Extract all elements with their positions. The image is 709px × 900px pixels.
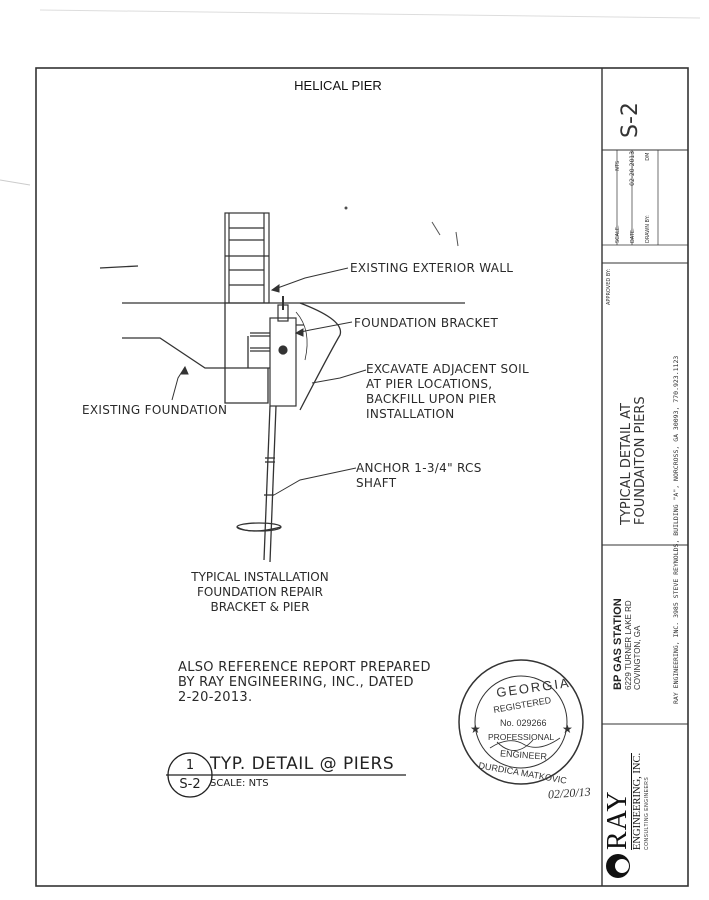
- caption-line: FOUNDATION REPAIR: [197, 585, 323, 599]
- callout-existing-foundation: EXISTING FOUNDATION: [82, 403, 228, 417]
- drawing-title-line: TYPICAL DETAIL AT: [619, 403, 634, 525]
- detail-number: 1: [185, 758, 195, 773]
- caption-line: BRACKET & PIER: [210, 600, 310, 614]
- sheet-heading: HELICAL PIER: [294, 78, 382, 93]
- callout-anchor: ANCHOR 1-3/4" RCS SHAFT: [356, 461, 482, 491]
- callout-foundation-bracket: FOUNDATION BRACKET: [354, 316, 499, 330]
- firm-logo-mark: [606, 854, 630, 878]
- reference-note: ALSO REFERENCE REPORT PREPARED BY RAY EN…: [178, 660, 431, 705]
- detail-title: TYP. DETAIL @ PIERS: [210, 754, 395, 774]
- sheet-border: [35, 67, 689, 887]
- foundation-bracket-graphic: [250, 296, 304, 407]
- callout-excavate: EXCAVATE ADJACENT SOIL AT PIER LOCATIONS…: [366, 362, 529, 422]
- title-block-sheet-number: S-2: [618, 102, 643, 138]
- drawn-label: DRAWN BY:: [645, 215, 651, 243]
- leader-anchor: [273, 467, 357, 496]
- callout-anchor-line: ANCHOR 1-3/4" RCS: [356, 461, 482, 475]
- detail-caption: TYPICAL INSTALLATION FOUNDATION REPAIR B…: [160, 570, 360, 615]
- logo-subtitle: ENGINEERING, INC.: [631, 752, 644, 850]
- drawing-title: TYPICAL DETAIL AT FOUNDAITON PIERS: [619, 396, 648, 525]
- leader-wall: [271, 267, 349, 291]
- firm-address-line: RAY ENGINEERING, INC. 3985 STEVE REYNOLD…: [672, 355, 680, 704]
- reference-note-line: BY RAY ENGINEERING, INC., DATED: [178, 675, 414, 690]
- callout-anchor-line: SHAFT: [356, 476, 397, 490]
- helical-pier-graphic: [236, 405, 282, 563]
- drawing-title-line: FOUNDAITON PIERS: [633, 396, 648, 525]
- logo-name: RAY: [602, 790, 633, 850]
- project-name: BP GAS STATION: [612, 598, 624, 690]
- approved-label: APPROVED BY:: [606, 268, 612, 305]
- exterior-wall-graphic: [224, 212, 270, 304]
- callout-excavate-line: INSTALLATION: [366, 407, 455, 421]
- leader-excavate: [311, 369, 367, 384]
- callout-excavate-line: EXCAVATE ADJACENT SOIL: [366, 362, 529, 376]
- caption-line: TYPICAL INSTALLATION: [191, 570, 329, 584]
- seal-handwritten-date: 02/20/13: [547, 784, 592, 802]
- detail-tag-symbol: [166, 752, 406, 798]
- project-info: BP GAS STATION 6229 TURNER LAKE RD COVIN…: [612, 598, 642, 690]
- callout-exterior-wall: EXISTING EXTERIOR WALL: [350, 261, 514, 275]
- reference-note-line: 2-20-2013.: [178, 690, 253, 705]
- detail-scale: SCALE: NTS: [210, 778, 269, 789]
- seal-number: No. 029266: [500, 718, 547, 728]
- pe-seal: ★ ★: [458, 659, 584, 785]
- title-block-drawn-row: DRAWN BY: DM: [636, 153, 654, 243]
- leader-bracket: [295, 321, 353, 334]
- logo-tagline: CONSULTING ENGINEERS: [644, 776, 650, 850]
- svg-text:★: ★: [470, 722, 481, 736]
- svg-text:★: ★: [562, 722, 573, 736]
- reference-note-line: ALSO REFERENCE REPORT PREPARED: [178, 660, 431, 675]
- callout-excavate-line: AT PIER LOCATIONS,: [366, 377, 493, 391]
- drawn-value: DM: [645, 152, 651, 161]
- project-address-line: 6229 TURNER LAKE RD: [624, 600, 633, 690]
- detail-sheet-ref: S-2: [179, 777, 201, 792]
- project-address-line: COVINGTON, GA: [633, 625, 642, 690]
- firm-logo: RAY ENGINEERING, INC. CONSULTING ENGINEE…: [602, 752, 650, 850]
- date-value: 02-20-2013: [629, 150, 636, 186]
- seal-professional: PROFESSIONAL: [488, 732, 555, 742]
- callout-excavate-line: BACKFILL UPON PIER: [366, 392, 497, 406]
